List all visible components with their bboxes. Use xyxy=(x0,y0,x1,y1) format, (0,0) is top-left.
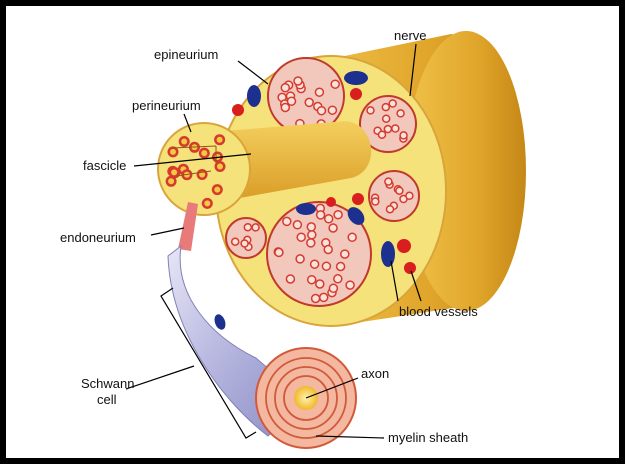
label-fascicle: fascicle xyxy=(83,158,126,173)
nerve-fiber xyxy=(281,104,289,112)
nerve-fiber xyxy=(308,231,316,239)
label-blood-vessels: blood vessels xyxy=(399,304,478,319)
nerve-fiber xyxy=(397,110,404,117)
nerve-fiber xyxy=(281,84,289,92)
nerve-fiber xyxy=(311,260,319,268)
nerve-fiber xyxy=(400,132,407,139)
nerve-fiber xyxy=(318,107,326,115)
nerve-fiber xyxy=(337,263,345,271)
nerve-fiber xyxy=(325,215,333,223)
nerve-fiber xyxy=(241,240,248,247)
nerve-fiber xyxy=(307,223,315,231)
nerve-fiber xyxy=(334,211,342,219)
label-epineurium: epineurium xyxy=(154,47,218,62)
nerve-fiber xyxy=(315,88,323,96)
nerve-fiber xyxy=(392,125,399,132)
nerve-fiber xyxy=(275,248,283,256)
label-myelin-sheath: myelin sheath xyxy=(388,430,468,445)
nerve-fiber xyxy=(372,198,379,205)
nerve-fiber xyxy=(331,80,339,88)
nerve-fiber xyxy=(320,293,328,301)
nerve-fiber xyxy=(324,246,332,254)
fiber-axon xyxy=(214,187,220,193)
nerve-anatomy-diagram: epineurium nerve perineurium fascicle en… xyxy=(6,6,625,470)
nerve-fiber xyxy=(232,238,239,245)
nerve-fiber xyxy=(329,224,337,232)
label-nerve: nerve xyxy=(394,28,427,43)
nerve-fiber xyxy=(296,255,304,263)
nerve-fiber xyxy=(283,217,291,225)
nerve-fiber xyxy=(382,104,389,111)
nerve-fiber xyxy=(384,126,391,133)
fiber-axon xyxy=(171,169,177,175)
nerve-fiber xyxy=(379,131,386,138)
nerve-fiber xyxy=(346,281,354,289)
nerve-fiber xyxy=(348,233,356,241)
nerve-fiber xyxy=(286,275,294,283)
nerve-fiber xyxy=(307,239,315,247)
nerve-fiber xyxy=(293,221,301,229)
nerve-fiber xyxy=(328,106,336,114)
nerve-fiber xyxy=(297,233,305,241)
nerve-fiber xyxy=(385,178,392,185)
nerve-fiber xyxy=(316,280,324,288)
nerve-fiber xyxy=(341,250,349,258)
label-endoneurium: endoneurium xyxy=(60,230,136,245)
label-schwann-cell-line2: cell xyxy=(97,392,117,407)
nerve-fiber xyxy=(383,115,390,122)
nerve-fiber xyxy=(308,276,316,284)
fiber-axon xyxy=(217,164,223,170)
nerve-fiber xyxy=(389,100,396,107)
label-axon: axon xyxy=(361,366,389,381)
fiber-axon xyxy=(168,178,174,184)
nerve-fiber xyxy=(406,192,413,199)
label-schwann-cell-line1: Schwann xyxy=(81,376,134,391)
nerve-fiber xyxy=(305,98,313,106)
nerve-fiber xyxy=(329,284,337,292)
nerve-fiber xyxy=(367,107,374,114)
nerve-fiber xyxy=(294,77,302,85)
fiber-axon xyxy=(170,149,176,155)
nerve-fiber xyxy=(312,295,320,303)
nerve-fiber xyxy=(396,187,403,194)
fiber-axon xyxy=(181,139,187,145)
fiber-axon xyxy=(204,200,210,206)
nerve-fiber xyxy=(252,224,259,231)
nerve-fiber xyxy=(334,275,342,283)
nerve-fiber xyxy=(387,206,394,213)
nerve-fiber xyxy=(317,211,325,219)
fiber-axon xyxy=(201,150,207,156)
label-perineurium: perineurium xyxy=(132,98,201,113)
fiber-axon xyxy=(217,137,223,143)
nerve-fiber xyxy=(322,262,330,270)
nerve-fiber xyxy=(244,224,251,231)
nerve-fiber xyxy=(288,97,296,105)
